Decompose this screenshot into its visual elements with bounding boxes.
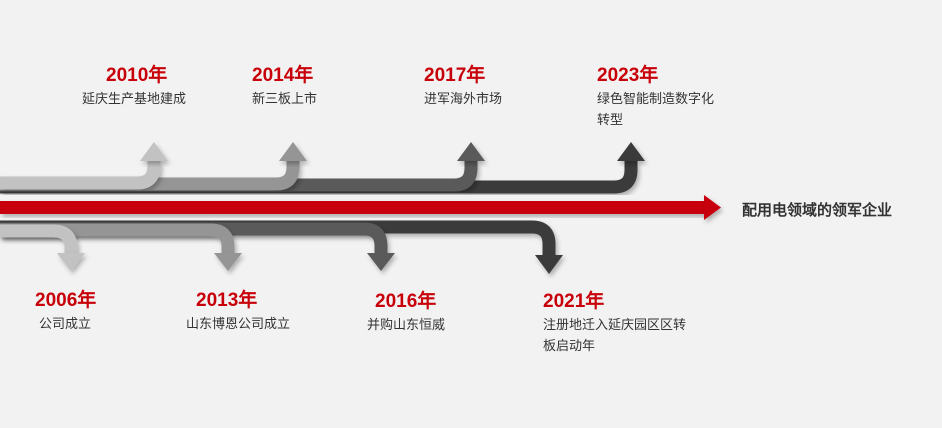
event-year: 2013年	[196, 290, 258, 311]
branch-arrow-2021	[0, 220, 556, 255]
event-desc: 延庆生产基地建成	[82, 92, 187, 107]
branch-arrow-2017	[0, 161, 478, 192]
event-2006: 2006年 公司成立	[35, 290, 155, 335]
branch-arrow-2006	[0, 224, 78, 253]
event-desc: 进军海外市场	[424, 92, 503, 107]
event-desc: 公司成立	[39, 317, 92, 332]
event-year: 2023年	[597, 65, 659, 86]
event-desc: 注册地迁入延庆园区区转板启动年	[543, 318, 687, 354]
event-desc: 并购山东恒威	[367, 318, 446, 333]
main-arrowhead	[704, 195, 721, 220]
event-year: 2016年	[375, 291, 437, 312]
event-2021: 2021年 注册地迁入延庆园区区转板启动年	[543, 291, 688, 357]
branch-arrowhead-2023	[617, 142, 645, 161]
branch-arrowhead-2016	[367, 253, 395, 271]
event-2016: 2016年 并购山东恒威	[367, 291, 497, 336]
event-year: 2017年	[424, 65, 486, 86]
branch-arrowhead-2010	[140, 142, 168, 161]
event-year: 2014年	[252, 65, 314, 86]
event-desc: 绿色智能制造数字化转型	[597, 92, 715, 128]
branch-arrow-2010	[0, 161, 161, 190]
branch-arrow-2013	[0, 223, 235, 253]
main-arrow-shaft	[0, 201, 706, 214]
event-year: 2021年	[543, 291, 605, 312]
branch-arrow-2014	[0, 161, 300, 191]
event-2014: 2014年 新三板上市	[252, 65, 372, 110]
branch-arrowhead-2014	[279, 142, 307, 161]
branch-arrow-2016	[0, 222, 388, 253]
event-2017: 2017年 进军海外市场	[424, 65, 554, 110]
slogan-text: 配用电领域的领军企业	[742, 201, 893, 219]
event-desc: 山东博恩公司成立	[186, 317, 291, 332]
event-desc: 新三板上市	[252, 92, 318, 107]
event-year: 2010年	[106, 65, 168, 86]
event-year: 2006年	[35, 290, 97, 311]
branch-arrowhead-2017	[457, 142, 485, 161]
event-2023: 2023年 绿色智能制造数字化转型	[597, 65, 717, 131]
event-2013: 2013年 山东博恩公司成立	[186, 290, 336, 335]
branch-arrow-2023	[0, 161, 638, 194]
event-2010: 2010年 延庆生产基地建成	[82, 65, 232, 110]
branch-arrowhead-2006	[57, 253, 85, 271]
branch-arrowhead-2021	[535, 255, 563, 274]
branch-arrowhead-2013	[214, 253, 242, 271]
